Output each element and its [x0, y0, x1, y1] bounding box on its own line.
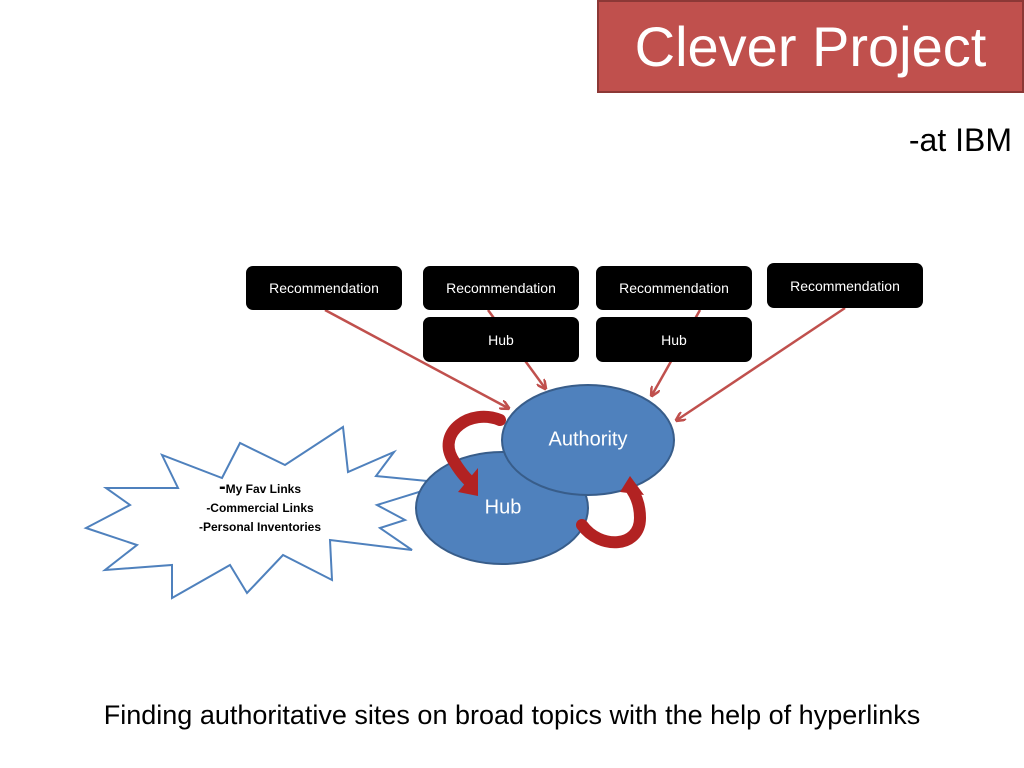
arrow-rec4-authority: [677, 306, 846, 420]
burst-text: -My Fav Links -Commercial Links -Persona…: [160, 476, 360, 537]
burst-dash: -: [218, 476, 226, 498]
curved-arrow-authority-to-hub: [442, 410, 506, 488]
burst-line-3: -Personal Inventories: [198, 520, 322, 534]
slide-title: Clever Project: [634, 14, 987, 78]
title-banner: Clever Project: [597, 0, 1024, 93]
curved-arrow-head-right: [620, 476, 644, 495]
hub-box-2: Hub: [596, 317, 752, 362]
burst-line-2: -Commercial Links: [206, 501, 314, 515]
recommendation-box-3: Recommendation: [596, 266, 752, 310]
authority-node: [501, 384, 675, 496]
burst-shape: [83, 425, 449, 600]
slide-caption: Finding authoritative sites on broad top…: [103, 700, 921, 730]
curved-arrow-hub-to-authority: [576, 484, 647, 549]
arrow-rec1-authority: [324, 308, 508, 408]
authority-label: Authority: [548, 428, 628, 451]
recommendation-box-1: Recommendation: [246, 266, 402, 310]
slide-subtitle: -at IBM: [908, 122, 1012, 158]
hub-label: Hub: [484, 496, 522, 519]
burst-line-1: My Fav Links: [225, 482, 302, 496]
hub-box-1: Hub: [423, 317, 579, 362]
recommendation-box-2: Recommendation: [423, 266, 579, 310]
curved-arrow-head-left: [458, 468, 478, 496]
recommendation-box-4: Recommendation: [767, 263, 923, 308]
